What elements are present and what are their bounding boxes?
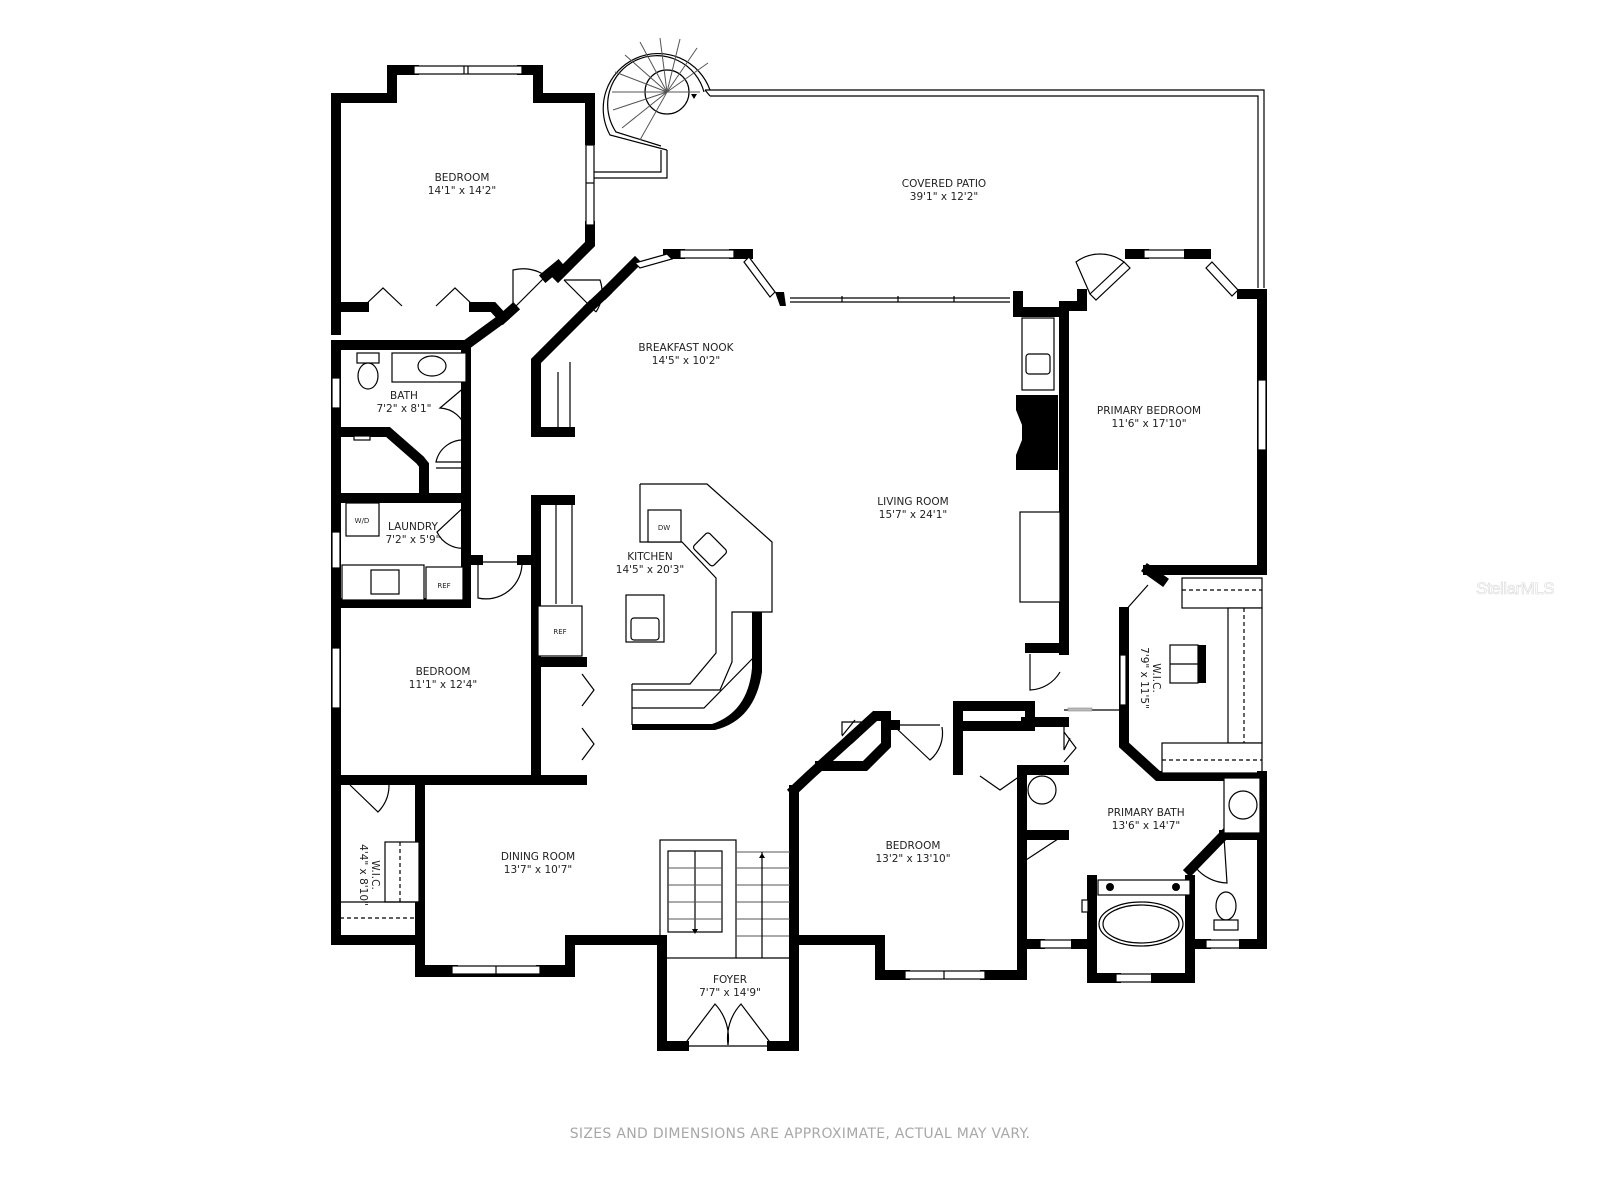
room-name-primary-bedroom: PRIMARY BEDROOM xyxy=(1097,405,1201,417)
room-size-primary-wic: 7'9" x 11'5" xyxy=(1138,647,1150,709)
disclaimer: SIZES AND DIMENSIONS ARE APPROXIMATE, AC… xyxy=(569,1126,1031,1142)
room-size-foyer: 7'7" x 14'9" xyxy=(699,987,761,999)
walls-bath xyxy=(331,340,471,935)
covered-patio-outline xyxy=(588,89,1265,288)
kitchen-fridge-label: REF xyxy=(553,628,566,636)
room-size-breakfast-nook: 14'5" x 10'2" xyxy=(652,355,720,367)
room-size-wic-w: 4'4" x 8'10" xyxy=(357,844,369,906)
room-size-covered-patio: 39'1" x 12'2" xyxy=(910,191,978,203)
room-size-primary-bath: 13'6" x 14'7" xyxy=(1112,820,1180,832)
room-name-breakfast-nook: BREAKFAST NOOK xyxy=(638,342,734,354)
room-size-primary-bedroom: 11'6" x 17'10" xyxy=(1111,418,1186,430)
room-name-living-room: LIVING ROOM xyxy=(877,496,948,508)
walls-hall xyxy=(331,258,613,605)
room-name-bedroom-s: BEDROOM xyxy=(886,840,941,852)
room-name-foyer: FOYER xyxy=(713,974,747,986)
room-name-laundry: LAUNDRY xyxy=(388,521,439,533)
walls-nw-bedroom xyxy=(331,65,595,335)
walls-living-room xyxy=(953,291,1069,775)
room-name-primary-wic: W.I.C. xyxy=(1150,663,1162,693)
room-name-dining-room: DINING ROOM xyxy=(501,851,575,863)
walls-laundry: W/D REF xyxy=(331,502,471,608)
room-name-bath: BATH xyxy=(390,390,418,402)
room-size-bedroom-nw: 14'1" x 14'2" xyxy=(428,185,496,197)
watermark: StellarMLS xyxy=(1476,579,1555,599)
room-size-laundry: 7'2" x 5'9" xyxy=(385,534,440,546)
room-name-primary-bath: PRIMARY BATH xyxy=(1107,807,1184,819)
walls-wic-w xyxy=(331,775,425,975)
spiral-stair xyxy=(602,37,711,151)
room-name-covered-patio: COVERED PATIO xyxy=(902,178,986,190)
room-size-dining-room: 13'7" x 10'7" xyxy=(504,864,572,876)
walls-foyer xyxy=(657,729,860,1051)
room-name-kitchen: KITCHEN xyxy=(627,551,673,563)
washer-dryer-label: W/D xyxy=(355,517,370,525)
kitchen-counters: DW xyxy=(625,483,773,730)
room-name-wic-w: W.I.C. xyxy=(369,860,381,890)
walls-breakfast-nook xyxy=(597,249,1010,306)
walls-dining xyxy=(415,935,667,977)
walls-pantry: REF xyxy=(467,495,595,779)
room-name-bedroom-w: BEDROOM xyxy=(416,666,471,678)
room-size-bath: 7'2" x 8'1" xyxy=(376,403,431,415)
walls-primary-bedroom xyxy=(1059,249,1267,575)
room-size-kitchen: 14'5" x 20'3" xyxy=(616,564,684,576)
room-size-bedroom-w: 11'1" x 12'4" xyxy=(409,679,477,691)
walls-primary-bath xyxy=(1021,717,1267,983)
walls-primary-wic xyxy=(1064,563,1267,781)
dishwasher-label: DW xyxy=(658,524,670,532)
walls-bedroom-w xyxy=(331,647,587,785)
laundry-fridge-label: REF xyxy=(437,582,450,590)
room-size-bedroom-s: 13'2" x 13'10" xyxy=(875,853,950,865)
room-name-bedroom-nw: BEDROOM xyxy=(435,172,490,184)
room-size-living-room: 15'7" x 24'1" xyxy=(879,509,947,521)
